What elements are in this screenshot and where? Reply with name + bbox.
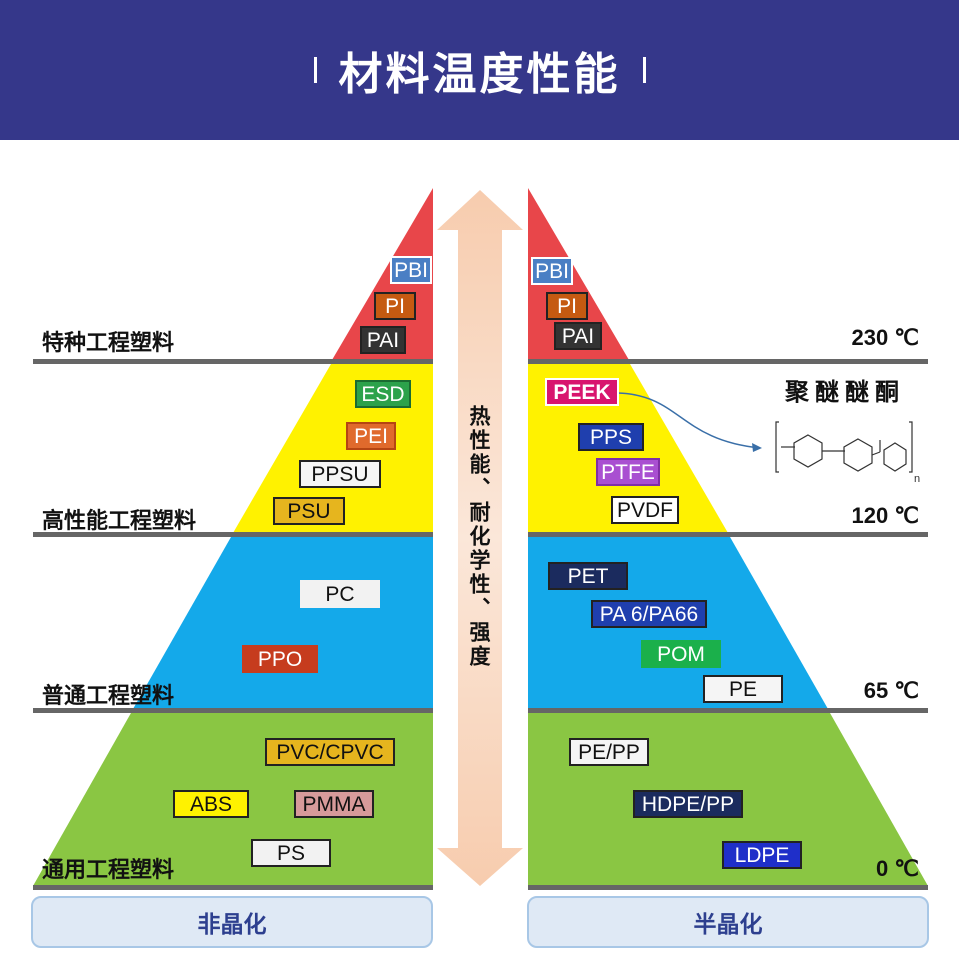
right-label-pi: PI [546, 292, 588, 320]
header-right-bar [642, 57, 646, 83]
tier-name-general: 通用工程塑料 [42, 858, 175, 883]
right-label-pepp: PE/PP [569, 738, 649, 766]
right-label-pet: PET [548, 562, 628, 590]
right-divider-0 [528, 885, 928, 890]
right-label-hdpe: HDPE/PP [633, 790, 743, 818]
left-label-pmma: PMMA [294, 790, 374, 818]
left-label-pi: PI [374, 292, 416, 320]
right-label-pbi: PBI [531, 257, 573, 285]
right-label-pom: POM [641, 640, 721, 668]
temp-0: 0 ℃ [875, 856, 919, 881]
left-label-ps: PS [251, 839, 331, 867]
right-divider-230 [528, 359, 928, 364]
left-divider-0 [33, 885, 433, 890]
left-label-pbi: PBI [390, 256, 432, 284]
left-label-ppo: PPO [242, 645, 318, 673]
right-category-semicrystalline: 半晶化 [527, 896, 929, 948]
temp-65: 65 ℃ [863, 678, 919, 703]
temp-230: 230 ℃ [851, 325, 919, 350]
peek-structure-subscript: n [914, 473, 920, 485]
peek-pointer-arrowhead [752, 443, 762, 452]
peek-structure-formula [775, 421, 913, 473]
left-label-ppsu: PPSU [299, 460, 381, 488]
left-label-abs: ABS [173, 790, 249, 818]
right-label-peek: PEEK [545, 378, 619, 406]
left-label-psu: PSU [273, 497, 345, 525]
left-divider-230 [33, 359, 433, 364]
right-label-pvdf: PVDF [611, 496, 679, 524]
left-label-esd: ESD [355, 380, 411, 408]
right-label-pps: PPS [578, 423, 644, 451]
right-label-ptfe: PTFE [596, 458, 660, 486]
peek-pointer-arrow [617, 392, 761, 449]
left-tier-engineering [133, 537, 433, 709]
right-label-ldpe: LDPE [722, 841, 802, 869]
left-divider-65 [33, 708, 433, 713]
header-title: 材料温度性能 [338, 49, 621, 100]
tier-name-high: 高性能工程塑料 [42, 509, 197, 534]
right-label-pai: PAI [554, 322, 602, 350]
right-label-pa: PA 6/PA66 [591, 600, 707, 628]
right-divider-120 [528, 532, 928, 537]
left-divider-120 [33, 532, 433, 537]
vertical-double-arrow [437, 190, 523, 886]
header-banner: 材料温度性能 [0, 0, 959, 140]
left-label-pai: PAI [360, 326, 406, 354]
header-left-bar [313, 57, 317, 83]
peek-chinese-name: 聚醚醚酮 [785, 378, 905, 406]
left-label-pei: PEI [346, 422, 396, 450]
right-divider-65 [528, 708, 928, 713]
left-category-amorphous: 非晶化 [31, 896, 433, 948]
vertical-axis-label: 热性能、耐化学性、强度 [467, 405, 491, 669]
left-label-pvc: PVC/CPVC [265, 738, 395, 766]
tier-name-special: 特种工程塑料 [42, 331, 175, 356]
temp-120: 120 ℃ [851, 503, 919, 528]
right-label-pe: PE [703, 675, 783, 703]
left-label-pc: PC [300, 580, 380, 608]
tier-name-engineering: 普通工程塑料 [42, 684, 175, 709]
